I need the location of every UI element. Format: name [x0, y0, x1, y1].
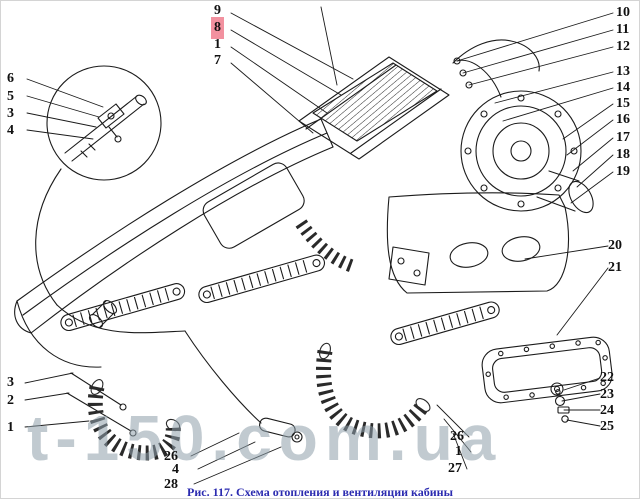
callout-23: 23 [600, 387, 614, 402]
callout-19: 19 [616, 164, 630, 179]
callout-1: 1 [214, 37, 221, 52]
callout-18: 18 [616, 147, 630, 162]
callout-14: 14 [616, 80, 630, 95]
callout-26: 26 [164, 449, 178, 464]
callout-24: 24 [600, 403, 614, 418]
callout-16: 16 [616, 112, 630, 127]
callout-11: 11 [616, 22, 630, 37]
gasket-frame [481, 336, 613, 404]
heater-core [298, 56, 450, 160]
callout-25: 25 [600, 419, 614, 434]
callout-4: 4 [172, 462, 179, 477]
callout-3: 3 [7, 375, 14, 390]
blower-fan-assembly [452, 39, 594, 214]
detail-inset-circle [46, 65, 162, 181]
callout-15: 15 [616, 96, 630, 111]
callout-12: 12 [616, 39, 630, 54]
fasteners [550, 382, 570, 423]
callout-8: 8 [214, 20, 221, 36]
callout-3: 3 [7, 106, 14, 121]
callout-10: 10 [616, 5, 630, 20]
callout-7: 7 [214, 53, 221, 68]
callout-2: 2 [7, 393, 14, 408]
air-hoses [87, 219, 431, 461]
callout-26: 26 [450, 429, 464, 444]
callout-22: 22 [600, 370, 614, 385]
heater-housing [386, 192, 569, 294]
callout-4: 4 [7, 123, 14, 138]
callout-20: 20 [608, 238, 622, 253]
callout-9: 9 [214, 3, 221, 18]
callout-13: 13 [616, 64, 630, 79]
cab-panel [14, 118, 334, 437]
callout-1: 1 [7, 420, 14, 435]
callout-5: 5 [7, 89, 14, 104]
control-cables [35, 168, 303, 443]
callout-1: 1 [455, 444, 462, 459]
figure-caption: Рис. 117. Схема отопления и вентиляции к… [187, 485, 453, 499]
callout-28: 28 [164, 477, 178, 492]
callout-27: 27 [448, 461, 462, 476]
callout-17: 17 [616, 130, 630, 145]
callout-6: 6 [7, 71, 14, 86]
vent-grilles [60, 254, 500, 346]
callout-21: 21 [608, 260, 622, 275]
leader-lines [24, 6, 614, 485]
